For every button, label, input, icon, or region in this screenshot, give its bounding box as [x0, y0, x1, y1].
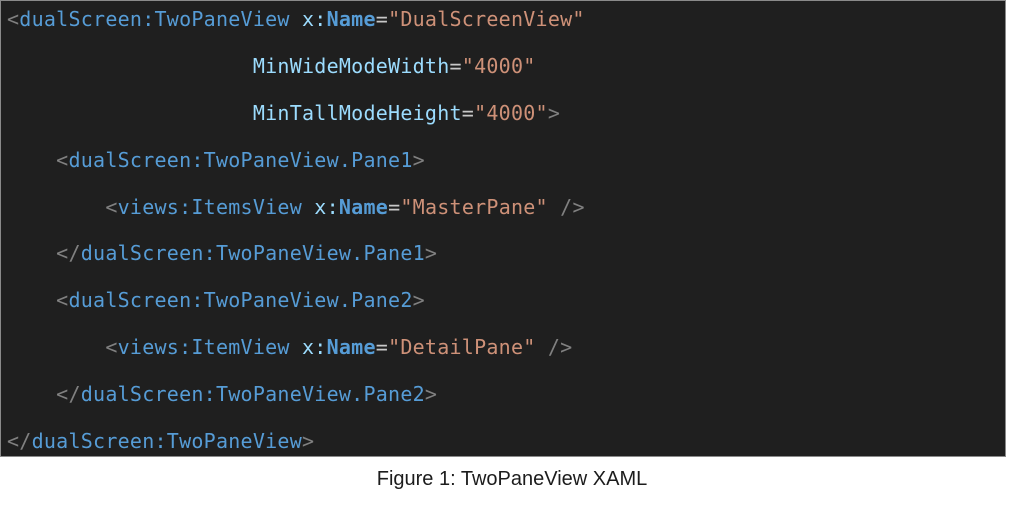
code-line: </dualScreen:TwoPaneView>	[7, 429, 315, 454]
code-line: <views:ItemsView x:Name="MasterPane" />	[105, 194, 585, 219]
code-line: </dualScreen:TwoPaneView.Pane2>	[56, 382, 438, 407]
code-line: MinWideModeWidth="4000"	[252, 53, 536, 78]
code-line: </dualScreen:TwoPaneView.Pane1>	[56, 241, 438, 266]
code-line: <views:ItemView x:Name="DetailPane" />	[105, 335, 573, 360]
code-line: <dualScreen:TwoPaneView.Pane2>	[56, 288, 425, 313]
code-content: <dualScreen:TwoPaneView x:Name="DualScre…	[1, 1, 1005, 456]
figure-caption: Figure 1: TwoPaneView XAML	[376, 468, 648, 490]
code-line: MinTallModeHeight="4000">	[252, 100, 561, 125]
code-line: <dualScreen:TwoPaneView x:Name="DualScre…	[7, 7, 585, 31]
code-line: <dualScreen:TwoPaneView.Pane1>	[56, 147, 425, 172]
xaml-code-block: <dualScreen:TwoPaneView x:Name="DualScre…	[0, 0, 1006, 457]
